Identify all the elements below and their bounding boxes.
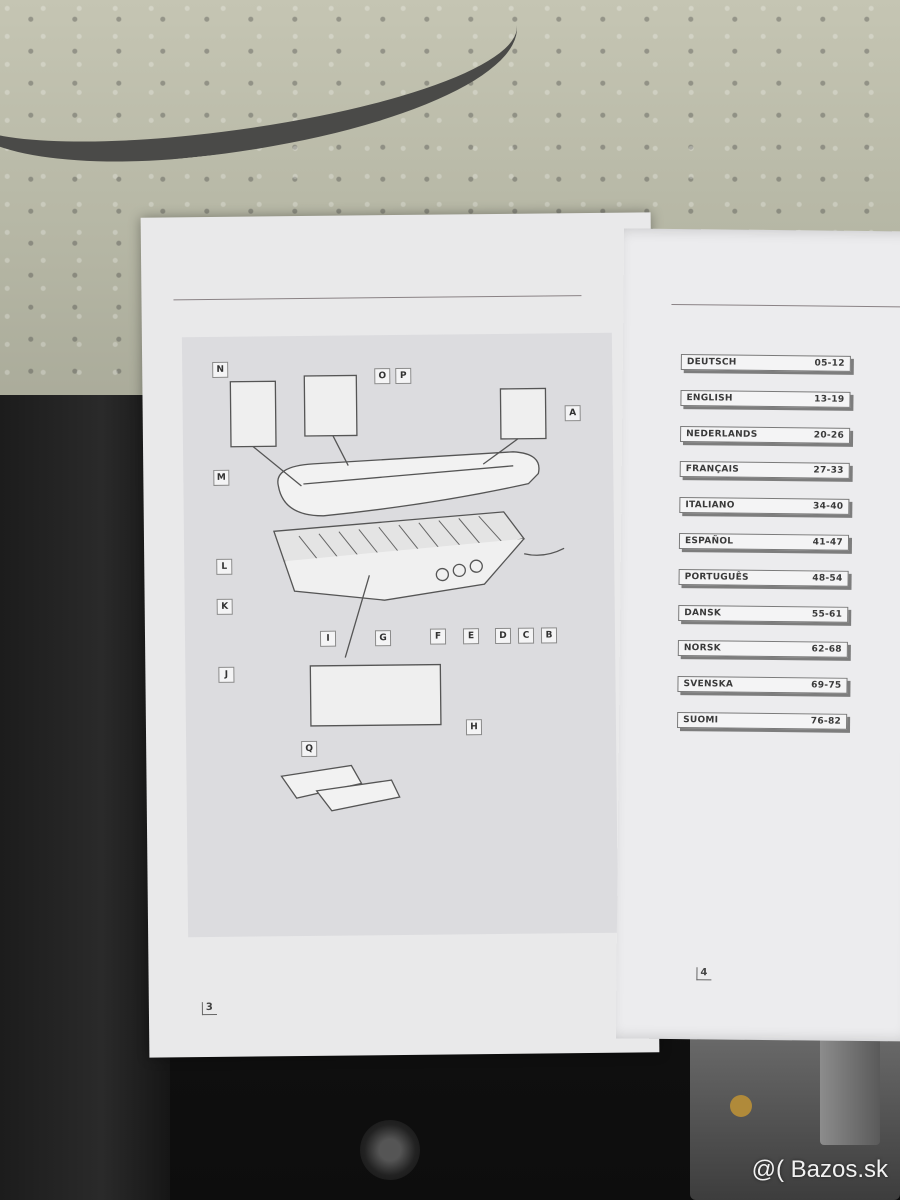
- callout-c: C: [517, 627, 535, 644]
- grill-clip: [820, 1035, 880, 1145]
- grill-knob: [360, 1120, 420, 1180]
- callout-p: P: [395, 367, 412, 385]
- callout-q: Q: [301, 740, 318, 758]
- callout-h: H: [465, 719, 483, 736]
- page-number-left: 3: [201, 1001, 217, 1016]
- grill-screw: [730, 1095, 752, 1117]
- callout-b: B: [540, 627, 558, 644]
- callout-g: G: [374, 630, 392, 647]
- callout-n: N: [212, 361, 229, 378]
- header-rule: [173, 295, 582, 301]
- callout-f: F: [429, 628, 447, 645]
- callout-l: L: [216, 558, 233, 575]
- grill-illustration: [229, 374, 565, 812]
- callout-a: A: [564, 405, 581, 422]
- watermark: @( Bazos.sk: [751, 1156, 888, 1183]
- manual-page-left: N O P A M L K J I G F E D C B H Q 3: [140, 212, 660, 1058]
- callout-k: K: [216, 598, 233, 615]
- callout-o: O: [374, 368, 391, 385]
- callout-d: D: [494, 627, 512, 645]
- callout-m: M: [213, 469, 230, 486]
- page-number-right: 4: [696, 967, 712, 981]
- callout-e: E: [462, 628, 480, 645]
- callout-i: I: [319, 630, 337, 647]
- grill-side-panel: [0, 395, 170, 1200]
- callout-j: J: [218, 666, 235, 683]
- grill-diagram-figure: N O P A M L K J I G F E D C B H Q: [181, 332, 619, 938]
- header-rule: [671, 303, 900, 308]
